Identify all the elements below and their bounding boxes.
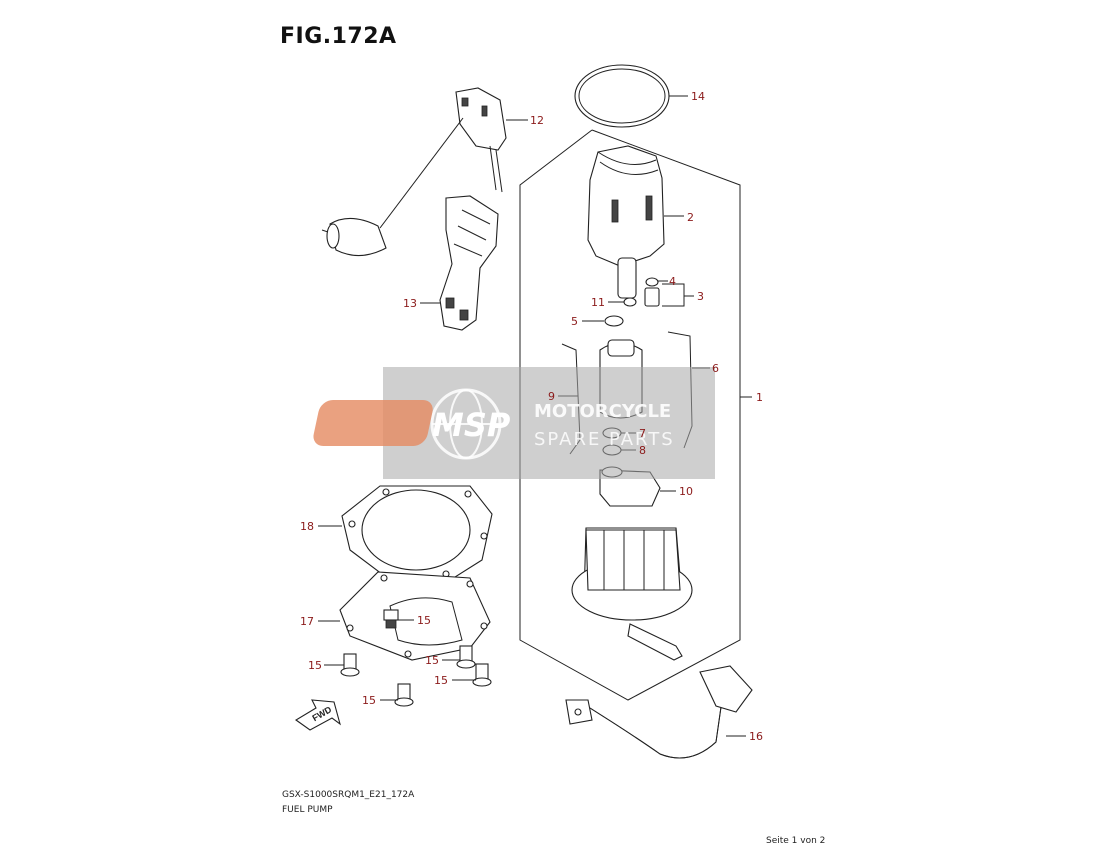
assembly-boundary bbox=[519, 129, 741, 701]
callout-13: 13 bbox=[403, 297, 417, 310]
watermark-line2: SPARE PARTS bbox=[534, 429, 675, 450]
callout-14: 14 bbox=[691, 90, 705, 103]
callout-15-d: 15 bbox=[434, 674, 448, 687]
regulator-assembly-3 bbox=[608, 277, 694, 307]
forward-arrow: FWD bbox=[294, 699, 341, 731]
callout-6: 6 bbox=[712, 362, 719, 375]
gasket-18 bbox=[318, 485, 493, 585]
page-indicator: Seite 1 von 2 bbox=[766, 836, 826, 846]
bolt-15-d bbox=[452, 663, 492, 687]
seal-5 bbox=[604, 315, 624, 327]
o-ring-14 bbox=[574, 64, 670, 128]
callout-17: 17 bbox=[300, 615, 314, 628]
mounting-plate-17 bbox=[318, 571, 491, 661]
fuel-hose-16 bbox=[565, 665, 753, 759]
callout-10: 10 bbox=[679, 485, 693, 498]
callout-9: 9 bbox=[548, 390, 555, 403]
callout-16: 16 bbox=[749, 730, 763, 743]
callout-1: 1 bbox=[756, 391, 763, 404]
bolt-15-a bbox=[383, 609, 414, 629]
bolt-15-e bbox=[380, 683, 414, 707]
callout-3: 3 bbox=[697, 290, 704, 303]
figure-name: FUEL PUMP bbox=[282, 805, 333, 815]
pump-base bbox=[571, 527, 693, 661]
callout-8: 8 bbox=[639, 444, 646, 457]
callout-12: 12 bbox=[530, 114, 544, 127]
bolt-15-c bbox=[442, 645, 476, 669]
callout-15-b: 15 bbox=[308, 659, 322, 672]
bracket-13 bbox=[420, 195, 499, 331]
callout-15-a: 15 bbox=[417, 614, 431, 627]
fuel-float bbox=[321, 217, 387, 257]
figure-title: FIG.172A bbox=[280, 24, 397, 49]
callout-7: 7 bbox=[639, 427, 646, 440]
callout-11: 11 bbox=[591, 296, 605, 309]
callout-2: 2 bbox=[687, 211, 694, 224]
callout-18: 18 bbox=[300, 520, 314, 533]
pump-housing-2 bbox=[587, 145, 684, 299]
model-code: GSX-S1000SRQM1_E21_172A bbox=[282, 790, 415, 800]
watermark-logo: MSP bbox=[432, 406, 511, 444]
bolt-15-b bbox=[324, 653, 360, 677]
callout-15-c: 15 bbox=[425, 654, 439, 667]
watermark-line1: MOTORCYCLE bbox=[534, 401, 671, 422]
callout-5: 5 bbox=[571, 315, 578, 328]
watermark: MSP MOTORCYCLE SPARE PARTS bbox=[313, 367, 715, 479]
callout-15-e: 15 bbox=[362, 694, 376, 707]
callout-4: 4 bbox=[669, 275, 676, 288]
sender-connector-12 bbox=[379, 87, 528, 229]
